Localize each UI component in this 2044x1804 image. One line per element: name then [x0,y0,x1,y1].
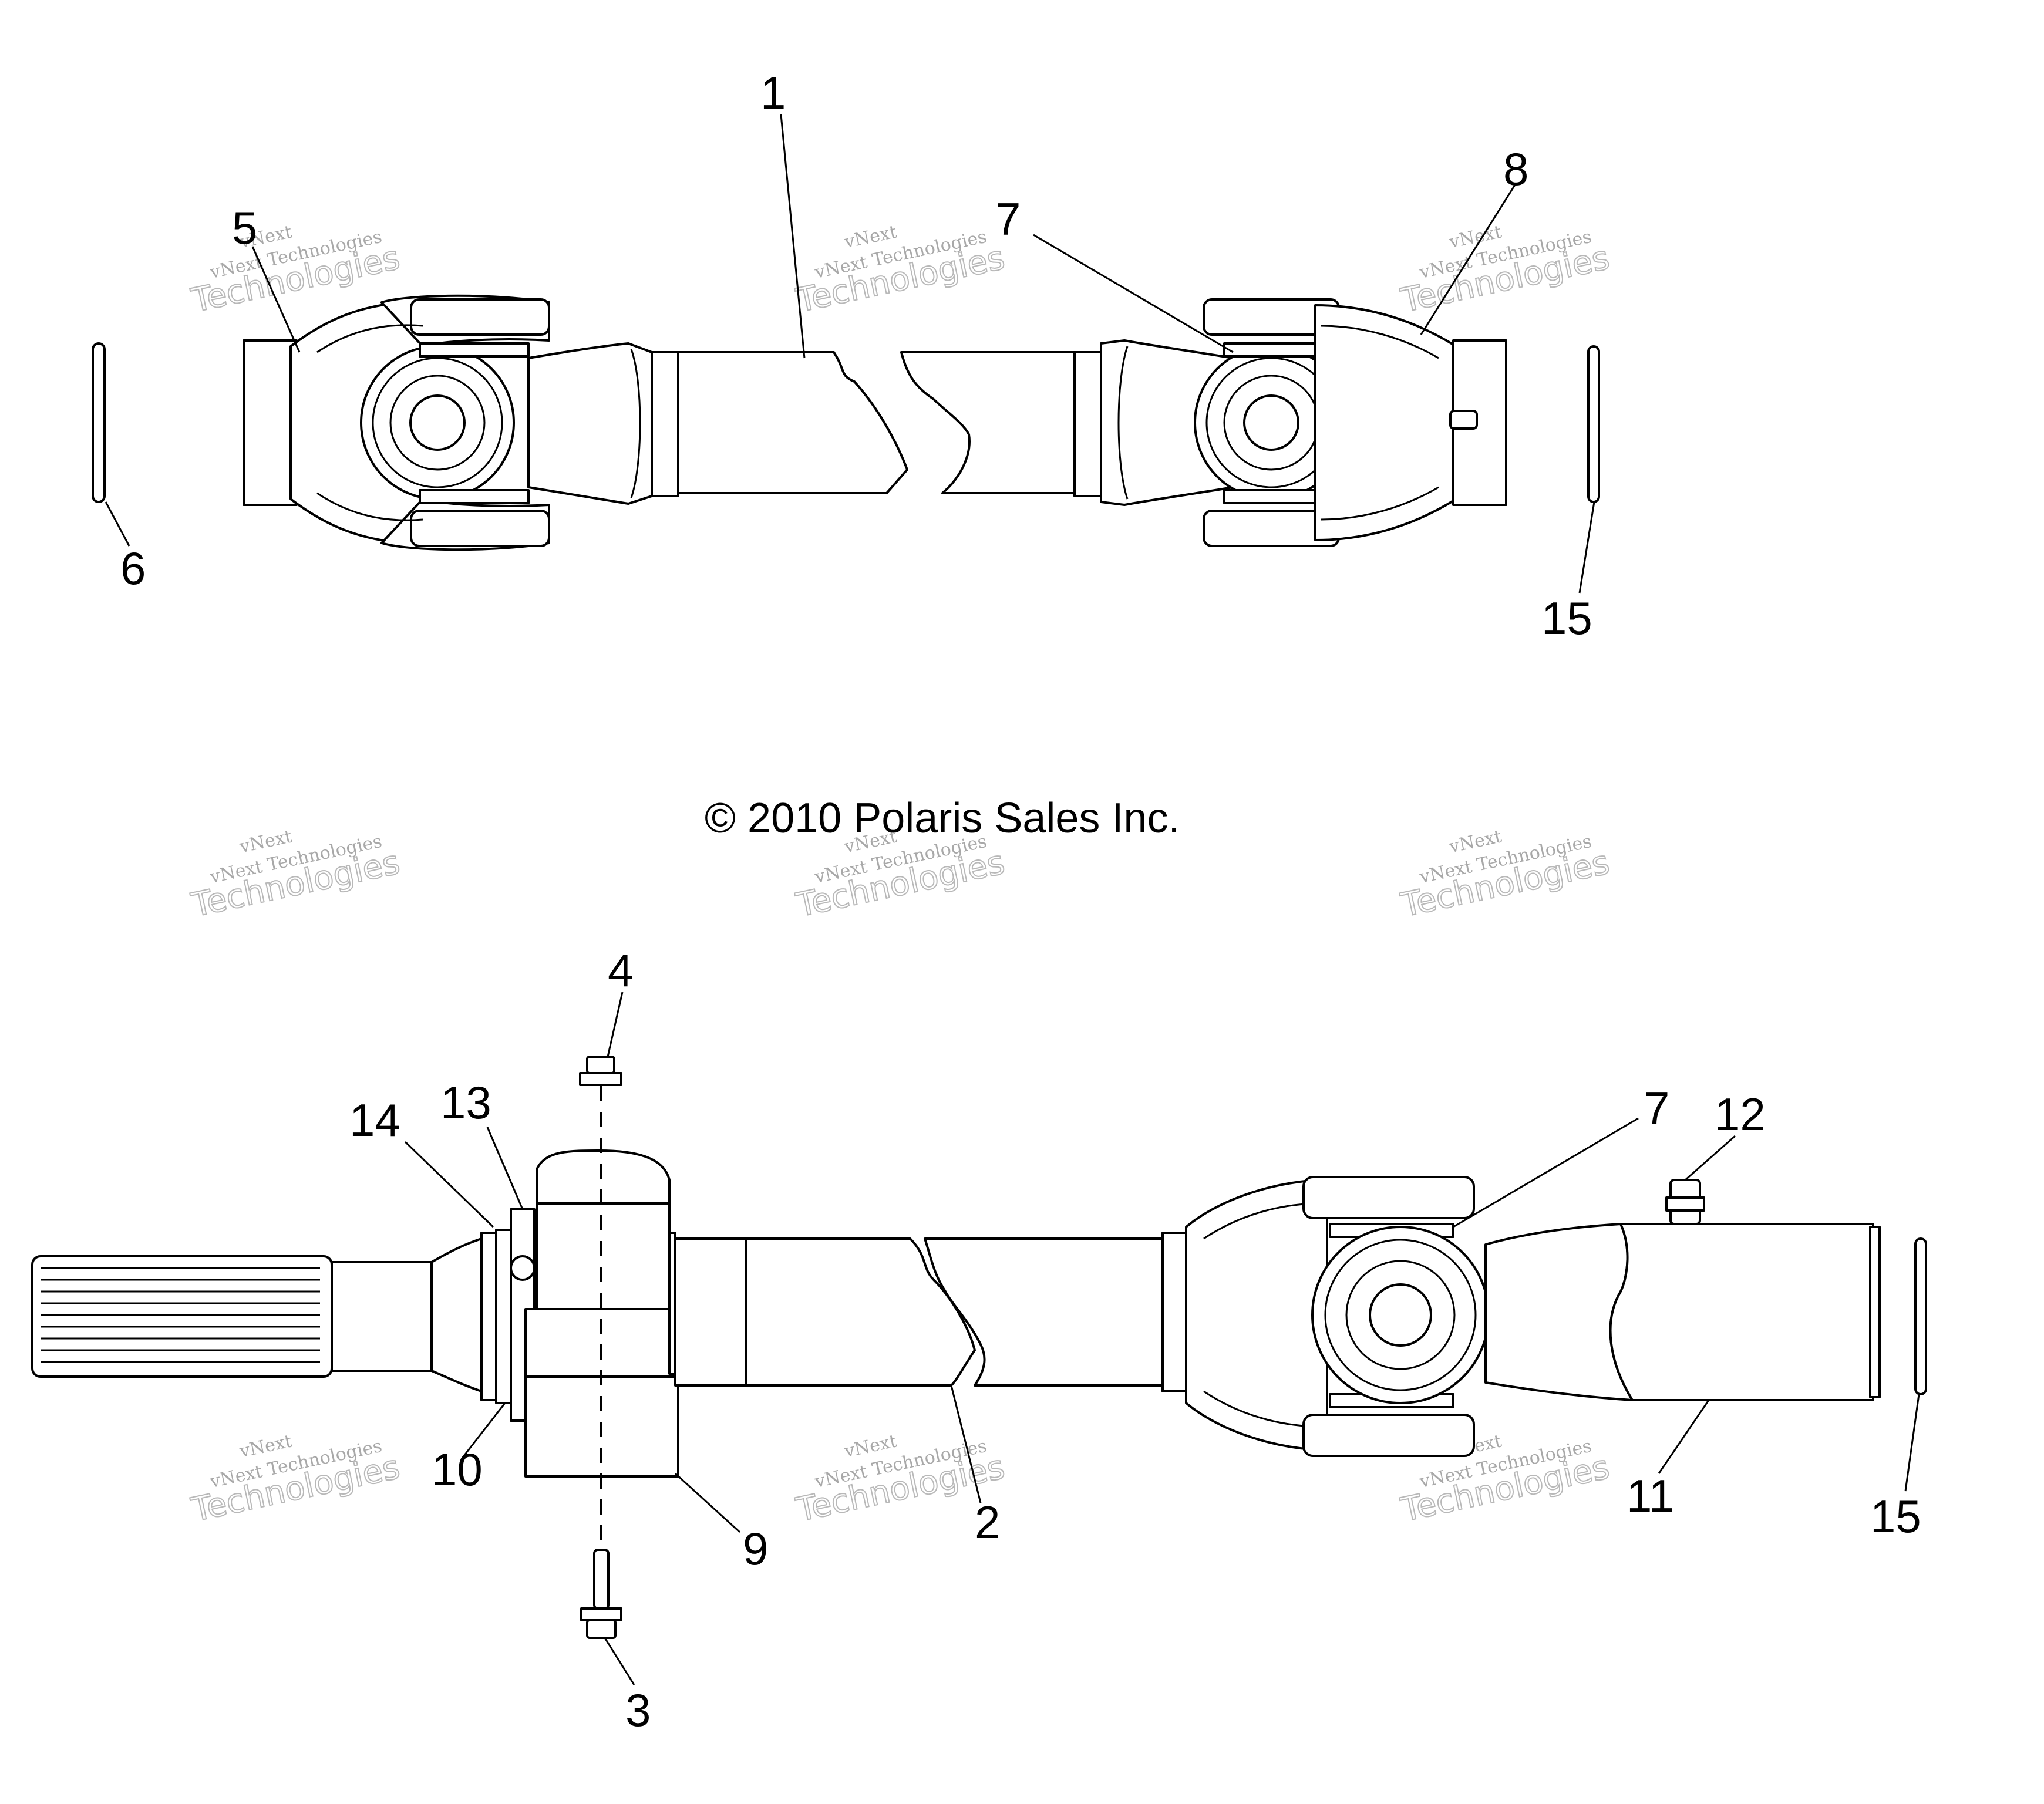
right-yoke [1203,298,1507,547]
callout-12: 12 [1715,1088,1766,1140]
callout-2: 2 [975,1496,1000,1548]
callout-13: 13 [440,1077,491,1128]
bottom-driveshaft-assembly [31,992,1927,1685]
seal-14 [480,1232,497,1401]
leader-14 [404,1141,494,1228]
leader-5 [251,246,301,353]
watermark: vNext vNext Technologies Technologies [187,221,403,321]
callout-9: 9 [743,1523,768,1574]
leader-2 [950,1385,982,1503]
seal-10 [495,1229,512,1404]
callout-3: 3 [625,1684,651,1736]
callout-10: 10 [432,1444,483,1495]
bolt-3 [580,1549,622,1639]
callout-15-top: 15 [1541,592,1592,644]
leader-1 [780,114,806,359]
left-u-joint-cross [360,342,530,504]
leader-11 [1658,1400,1710,1474]
callout-15-bottom: 15 [1870,1491,1921,1542]
splined-stub-shaft [31,1237,483,1392]
pin-15-top [1587,345,1600,503]
slip-tube [1609,1223,1874,1401]
leader-15-top [1578,501,1595,594]
leader-15-bottom [1904,1394,1920,1492]
watermark: vNext vNext Technologies Technologies [187,826,403,925]
pin-15-bottom [1914,1237,1927,1395]
pin-6 [92,342,106,503]
leader-3 [604,1637,635,1685]
grease-fitting [1665,1179,1705,1225]
leader-12 [1685,1135,1736,1181]
right-u-joint-cross [1194,342,1349,504]
left-shaft-neck [527,342,653,505]
slip-yoke [1484,1223,1634,1401]
callout-7-top: 7 [995,193,1021,245]
callout-labels: 1 5 6 7 8 15 4 14 13 10 9 2 3 7 12 11 15 [120,67,1921,1736]
leader-8 [1420,184,1516,335]
leader-7-top [1033,234,1234,353]
watermark: vNext vNext Technologies Technologies [792,221,1008,321]
copyright-text: © 2010 Polaris Sales Inc. [705,795,1180,842]
watermark: vNext vNext Technologies Technologies [1397,826,1613,925]
shaft-1-right [900,351,1076,494]
bolt-4 [579,1056,622,1086]
bottom-u-joint-cross [1311,1226,1490,1404]
leader-13 [486,1127,524,1210]
leader-4 [607,992,624,1057]
shaft-2-right [924,1237,1164,1387]
callout-5: 5 [232,202,257,254]
leader-6 [105,501,130,547]
callout-4: 4 [608,945,633,996]
shaft-1 [677,351,908,494]
shaft-2 [745,1237,976,1387]
watermark: vNext vNext Technologies Technologies [187,1431,403,1530]
callout-11: 11 [1627,1470,1674,1522]
callout-6: 6 [120,542,146,594]
callout-8: 8 [1503,143,1528,195]
leader-10 [463,1402,506,1456]
leader-9 [674,1472,741,1533]
watermark: vNext vNext Technologies Technologies [1397,221,1613,321]
callout-1: 1 [760,67,786,119]
bottom-u-joint-yoke [1185,1176,1475,1457]
callout-7-bottom: 7 [1644,1083,1669,1134]
bearing-carrier [510,1149,679,1478]
callout-14: 14 [349,1094,400,1146]
leader-7-bottom [1453,1117,1639,1228]
top-driveshaft-assembly [92,114,1600,594]
